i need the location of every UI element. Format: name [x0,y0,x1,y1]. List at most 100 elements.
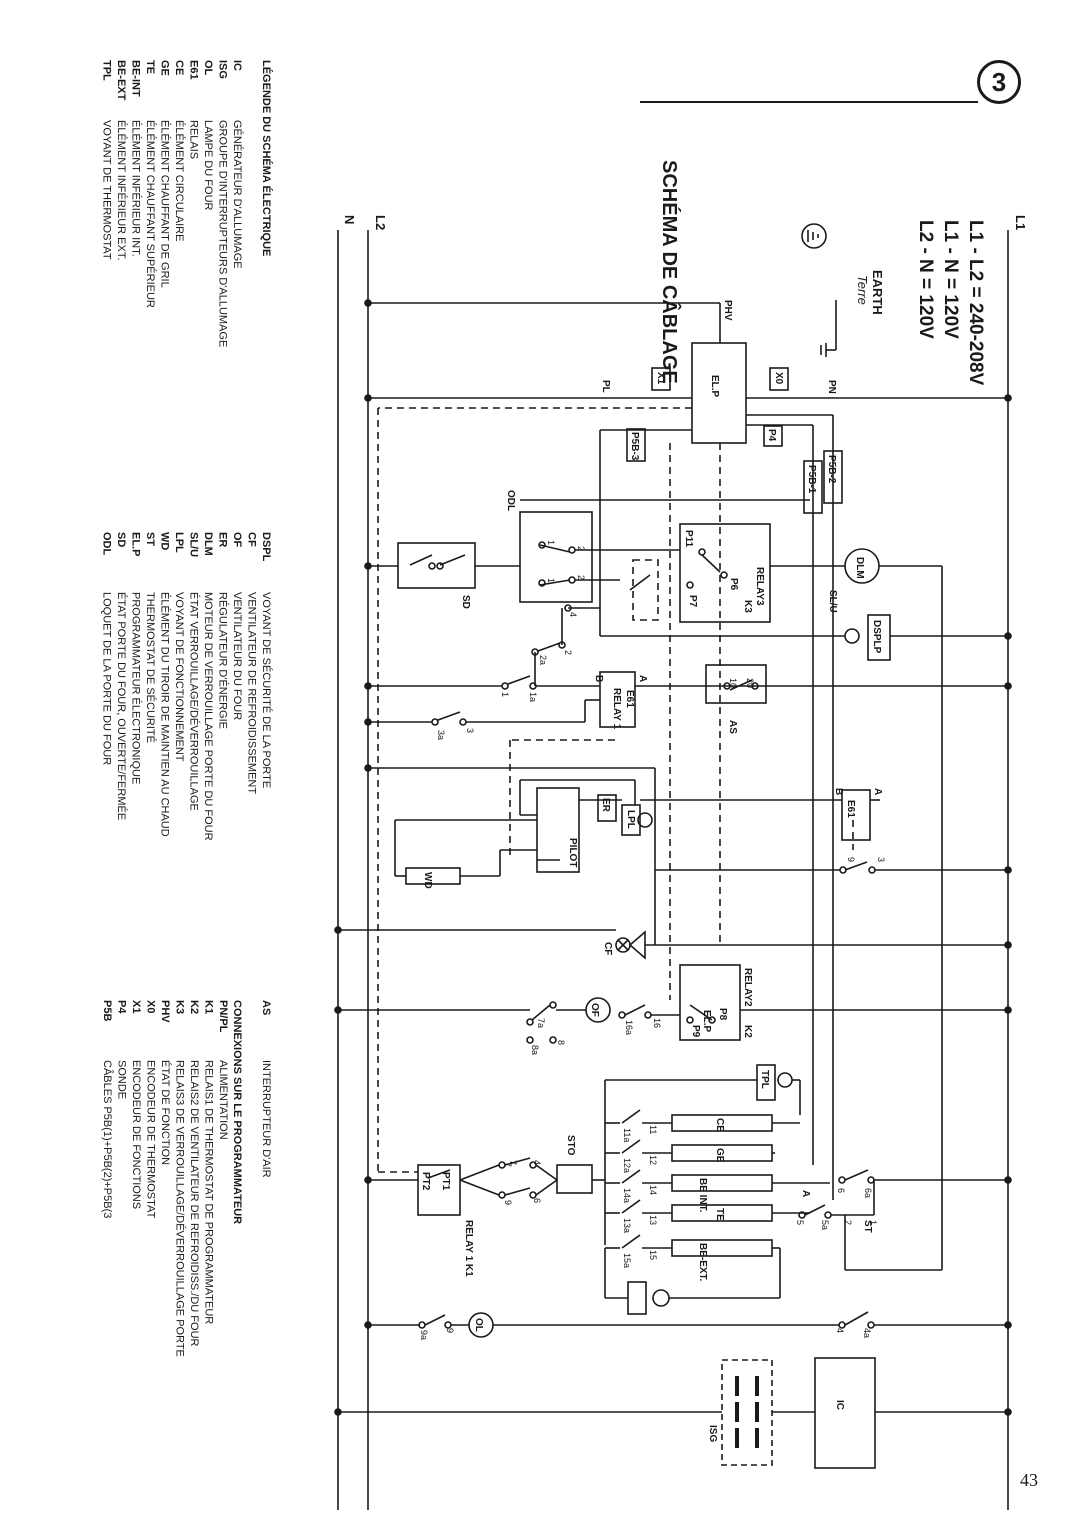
er-label: ER [600,798,611,813]
terminal-label: 16 [652,1018,662,1028]
terminal-label: 9 [503,1200,513,1205]
lpl-upper-label: LPL [625,810,636,829]
terminal [798,1211,806,1219]
x1-label: X1 [655,372,666,385]
terminal-label: 2 [563,650,573,655]
junction [1004,394,1012,402]
terminal-label: 6a [863,1188,873,1198]
legend-desc: SONDE [116,1060,128,1099]
terminal [538,579,546,587]
junction [334,926,342,934]
legend-code: LPL [173,532,185,553]
junction [364,394,372,402]
legend-desc: ÉLÉMENT DU TIROIR DE MAINTIEN AU CHAUD [159,592,172,837]
terminal [431,718,439,726]
p8-label: P8 [717,1008,728,1021]
terminal [751,682,759,690]
e61-a-label: A [872,788,883,795]
phv-label: PHV [722,300,733,321]
ic-box [814,1357,876,1469]
header-rule [640,101,978,103]
p6-label: P6 [728,578,739,591]
terminal-label: 3 [876,857,886,862]
pt-box [417,1164,461,1216]
terminal-label: 13 [648,1215,658,1225]
terminal-label: 4a [862,1328,872,1338]
terminal [501,682,509,690]
e61-label: E61 [845,800,856,818]
legend-desc: LAMPE DU FOUR [202,120,214,211]
rail-l1-label: L1 [1013,215,1028,230]
e61-b-label: B [833,788,844,795]
wire [535,1164,558,1181]
terminal-label: 12 [648,1155,658,1165]
pt-contact [427,1169,451,1179]
dsplp-box [867,614,891,661]
terminal-label: 9 [445,1328,455,1333]
legend-desc: ÉLÉMENT INFÉRIEUR INT. [130,120,143,257]
terminal [838,1321,846,1329]
voltage-line: L1 - L2 = 240-208V [965,220,986,386]
terminal [549,1001,557,1009]
legend-desc: RÉGULATEUR D'ÉNERGIE [217,592,230,729]
p5b1-label: P5B-1 [806,465,817,494]
legend-desc: THERMOSTAT DE SÉCURITÉ [144,592,157,743]
pn-label: PN [826,380,837,394]
legend-code: K2 [188,1000,200,1014]
legend-code: ISG [217,60,229,79]
terminal-label: 3a [436,730,446,740]
st-a-label: A [800,1190,811,1197]
relay3-pilot-dashed [632,559,659,621]
relay1-k1-label: RELAY 1 K1 [463,1220,474,1277]
p4-box [763,425,783,447]
junction [334,1408,342,1416]
terminal-label: 8a [530,1045,540,1055]
wire [459,1164,500,1181]
legend-desc: LOQUET DE LA PORTE DU FOUR [101,592,113,765]
legend-code: PN/PL [217,1000,229,1033]
switch-4-7 [504,1157,531,1166]
section-number-badge: 3 [977,60,1021,104]
be-ext-element [671,1239,773,1257]
junction [364,718,372,726]
earth-label: EARTH [870,270,885,315]
switch-4-4a [844,1311,869,1326]
cf-fan-cross [617,939,629,951]
legend-code: X1 [130,1000,142,1013]
odl-box [519,511,593,603]
junction [364,1176,372,1184]
junction [1004,866,1012,874]
terminal [867,1176,875,1184]
terminal [459,718,467,726]
relay3-box [679,523,771,623]
terminal [720,571,728,579]
terminal [723,682,731,690]
x1-box [651,367,671,391]
be-ext-label: BE-EXT. [697,1243,708,1282]
legend-code: PHV [159,1000,171,1023]
junction [1004,682,1012,690]
terminal-label: 1a [528,692,538,702]
junction [364,299,372,307]
wire [535,1179,558,1196]
x0-label: X0 [773,372,784,385]
legend-code: DLM [202,532,214,556]
terminal-label: 2a [538,655,548,665]
switch-13 [621,1199,641,1214]
terminal-label: 6 [836,1188,846,1193]
cf-label: CF [602,942,613,955]
legend-code: E61 [188,60,200,80]
relay1-a-label: A [637,675,648,682]
rail-l2-label: L2 [373,215,388,230]
lpl-lower-lamp [652,1289,670,1307]
wd-label: WD [422,872,433,889]
junction [364,1321,372,1329]
sd-contact [409,554,433,566]
legend-desc: ENCODEUR DE FONCTIONS [130,1060,142,1209]
legend-desc: ÉLÉMENT CHAUFFANT DE GRIL [159,120,172,288]
legend-code: SD [115,532,127,547]
p5b3-label: P5B-3 [629,432,640,461]
switch-3-9 [844,861,868,871]
er-label-box [597,794,617,822]
